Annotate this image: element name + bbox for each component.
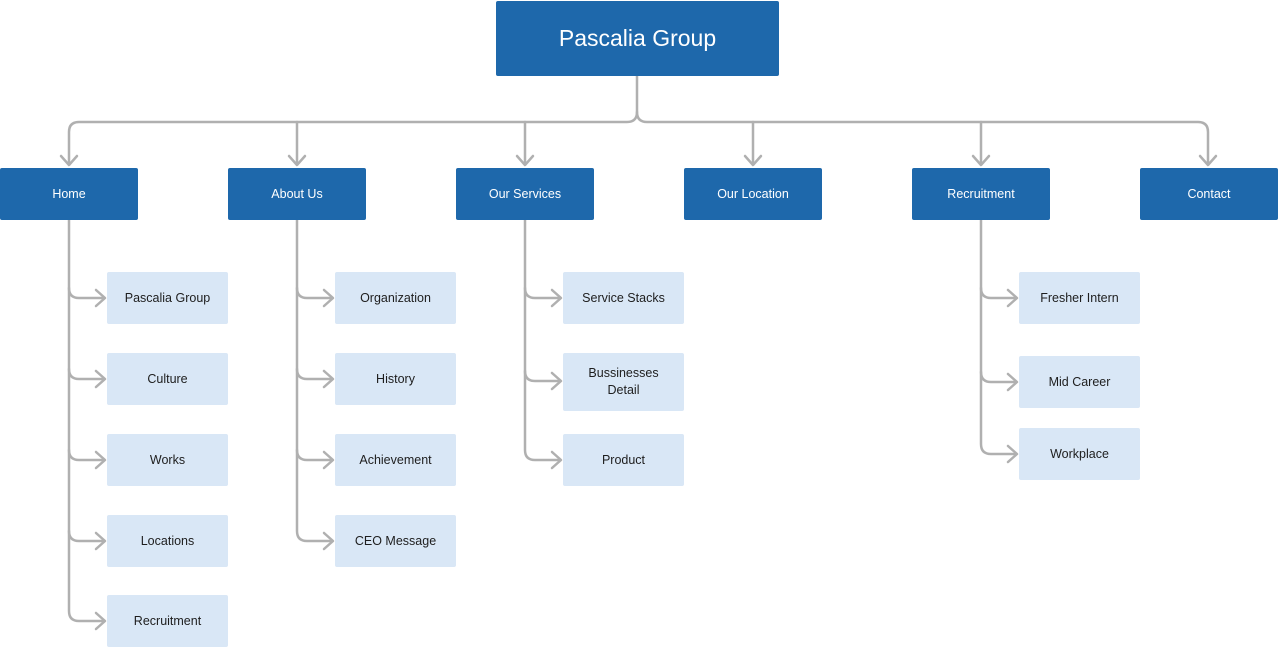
section-our-location[interactable]: Our Location — [684, 168, 822, 220]
recruitment-child-workplace[interactable]: Workplace — [1019, 428, 1140, 480]
home-child-pascalia-group[interactable]: Pascalia Group — [107, 272, 228, 324]
services-child-businesses-detail[interactable]: Bussinesses Detail — [563, 353, 684, 411]
services-child-service-stacks[interactable]: Service Stacks — [563, 272, 684, 324]
about-child-ceo-message[interactable]: CEO Message — [335, 515, 456, 567]
section-about-us[interactable]: About Us — [228, 168, 366, 220]
about-child-achievement[interactable]: Achievement — [335, 434, 456, 486]
about-child-organization[interactable]: Organization — [335, 272, 456, 324]
home-child-recruitment[interactable]: Recruitment — [107, 595, 228, 647]
section-contact[interactable]: Contact — [1140, 168, 1278, 220]
section-recruitment[interactable]: Recruitment — [912, 168, 1050, 220]
section-our-services[interactable]: Our Services — [456, 168, 594, 220]
about-child-history[interactable]: History — [335, 353, 456, 405]
home-child-culture[interactable]: Culture — [107, 353, 228, 405]
root-node[interactable]: Pascalia Group — [496, 1, 779, 76]
section-home[interactable]: Home — [0, 168, 138, 220]
recruitment-child-mid-career[interactable]: Mid Career — [1019, 356, 1140, 408]
home-child-locations[interactable]: Locations — [107, 515, 228, 567]
home-child-works[interactable]: Works — [107, 434, 228, 486]
recruitment-child-fresher-intern[interactable]: Fresher Intern — [1019, 272, 1140, 324]
services-child-product[interactable]: Product — [563, 434, 684, 486]
